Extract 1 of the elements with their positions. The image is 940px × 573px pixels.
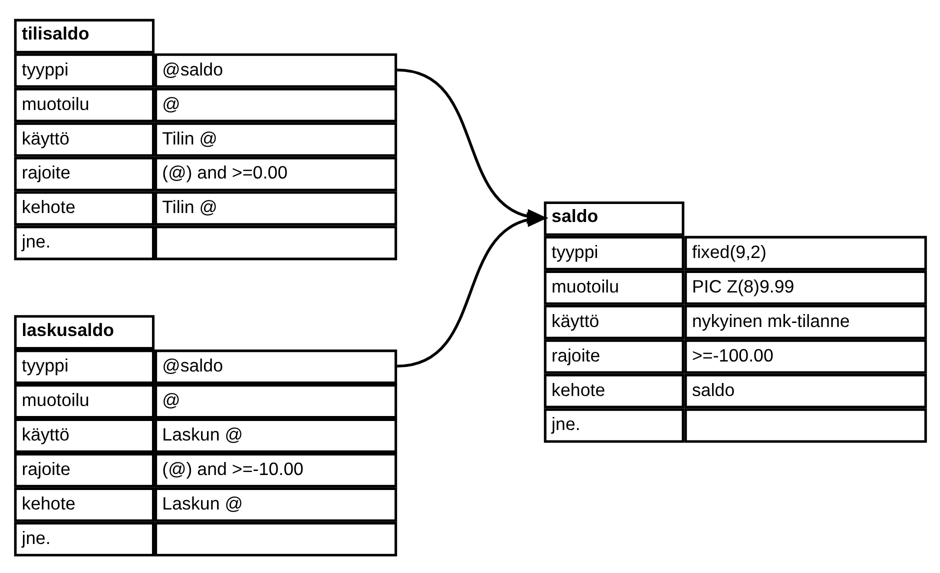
arrow [396,212,548,368]
